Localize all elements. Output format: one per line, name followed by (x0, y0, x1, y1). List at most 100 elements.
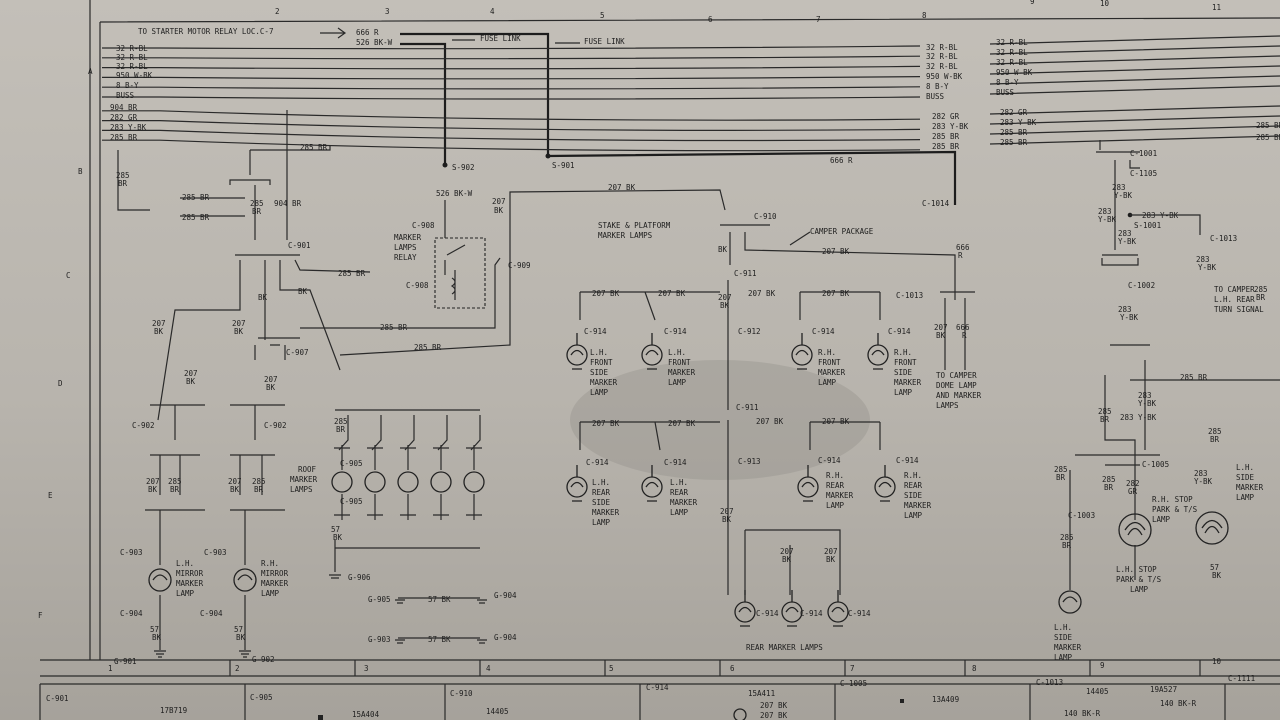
lbl-br-edge: BR (1256, 293, 1266, 302)
lbl-283-r3: 283 (1118, 229, 1132, 238)
lbl-bk-f: BK (258, 293, 268, 302)
lhrs-2: SIDE (592, 498, 611, 507)
rhrs-3: MARKER (904, 501, 932, 510)
table-part-5: 14405 (1086, 687, 1109, 696)
roof-lamp-icon (331, 415, 353, 520)
lbl-ybk-r6: Y-BK (1138, 399, 1157, 408)
marker-lamp-icon (641, 465, 663, 502)
lbl-bk-l: BK (186, 377, 196, 386)
bus-l-1: 32 R-BL (116, 53, 148, 62)
marker-lamp-icon (874, 465, 896, 502)
lbl-bk-r: BK (494, 206, 504, 215)
marker-lamp-icon (641, 333, 663, 370)
lh-side-lamp-icon (1058, 590, 1082, 614)
roof-c905-top: C-905 (340, 459, 363, 468)
lbl-207-rear: 207 (720, 507, 734, 516)
row-f: F (38, 611, 43, 620)
bus-ra-6: 282 GR (932, 112, 960, 121)
lbl-207-rear2: 207 (780, 547, 794, 556)
conn-c914-label: C-914 (848, 609, 871, 618)
lbl-207-h: 207 (152, 319, 166, 328)
ruler-top-3: 3 (385, 7, 390, 16)
lbl-285br-f: 285 BR (338, 269, 366, 278)
wire-666-run (547, 150, 957, 205)
lh-stop-0: L.H. STOP (1116, 565, 1157, 574)
shadow (570, 360, 870, 480)
lh-mirror-1: MIRROR (176, 569, 204, 578)
lhf-2: MARKER (668, 368, 696, 377)
splice-s902-dot (442, 162, 448, 168)
roof-w285-0: 285 (334, 417, 348, 426)
ground-g902: G-902 (252, 655, 275, 664)
conn-c1003: C-1003 (1068, 511, 1095, 520)
lbl-bk-910: BK (718, 245, 728, 254)
row-a: A (88, 67, 93, 76)
lbl-666-d: 666 (956, 323, 970, 332)
bus-wire (102, 55, 1280, 70)
table-part-0: 17B719 (160, 706, 187, 715)
lh-stop-1: PARK & T/S (1116, 575, 1162, 584)
rhrs-2: SIDE (904, 491, 923, 500)
rhrs-1: REAR (904, 481, 923, 490)
conn-c914-label: C-914 (818, 456, 841, 465)
lbl-904-e: 904 BR (274, 199, 302, 208)
lbl-ybk-r5: Y-BK (1120, 313, 1139, 322)
table-conn-0: C-901 (46, 694, 69, 703)
lbl-285br-c: 285 BR (182, 213, 210, 222)
to-camper-1: DOME LAMP (936, 381, 977, 390)
lbl-207-rear3: 207 (824, 547, 838, 556)
lbl-285-o: 285 (252, 477, 266, 486)
ruler-bottom-4: 4 (486, 664, 491, 673)
lh-side-2: MARKER (1054, 643, 1082, 652)
table-conn-6: C-1111 (1228, 674, 1255, 683)
rear-marker-label: REAR MARKER LAMPS (746, 643, 823, 652)
relay-internal (444, 200, 466, 300)
table-conn-5: C-1013 (1036, 678, 1063, 687)
roof-lamps (331, 409, 485, 549)
lh-side-3: LAMP (1054, 653, 1073, 662)
bus-ra-3: 950 W-BK (926, 72, 963, 81)
bus-ra-4: 8 B-Y (926, 82, 949, 91)
table-140: 140 BK-R (1064, 709, 1101, 718)
bus-ra-1: 32 R-BL (926, 52, 958, 61)
lhfs-4: LAMP (590, 388, 609, 397)
ruler-top-10: 10 (1100, 0, 1110, 8)
ruler-bottom-3: 3 (364, 664, 369, 673)
table-conn-3: C-914 (646, 683, 669, 692)
bus-wire (102, 85, 1280, 100)
bus-right-labels-b: 32 R-BL 32 R-BL 32 R-BL 950 W-BK 8 B-Y B… (996, 38, 1037, 147)
bus-right-labels-a: 32 R-BL 32 R-BL 32 R-BL 950 W-BK 8 B-Y B… (926, 43, 969, 151)
rhfs-2: SIDE (894, 368, 913, 377)
table-part2-5: 19A527 (1150, 685, 1177, 694)
lbl-br-e: BR (252, 207, 262, 216)
wire-526-main (400, 42, 447, 165)
lh-mirror-3: LAMP (176, 589, 195, 598)
conn-c908-top: C-908 (412, 221, 435, 230)
bus-l-6: 904 BR (110, 103, 138, 112)
conn-c914-label: C-914 (812, 327, 835, 336)
camper-package: CAMPER PACKAGE (810, 227, 874, 236)
conn-c1002: C-1002 (1128, 281, 1155, 290)
splice-s902: S-902 (452, 163, 475, 172)
bus-ra-8: 285 BR (932, 132, 960, 141)
lhr-0: L.H. (670, 478, 688, 487)
lbl-285-r12: 285 (1060, 533, 1074, 542)
lbl-285-e: 285 (250, 199, 264, 208)
lbl-283-r2: 283 (1098, 207, 1112, 216)
rhr-3: LAMP (826, 501, 845, 510)
lbl-ybk-r11: Y-BK (1194, 477, 1213, 486)
ruler-top-8: 8 (922, 11, 927, 20)
bus-rb-6: 282 GR (1000, 108, 1028, 117)
lh-side-r-1: SIDE (1236, 473, 1255, 482)
conn-c913: C-913 (738, 457, 761, 466)
bus-rb-0: 32 R-BL (996, 38, 1028, 47)
ground-g901: G-901 (114, 657, 137, 666)
ruler-bottom-8: 8 (972, 664, 977, 673)
lh-side-r-2: MARKER (1236, 483, 1264, 492)
lbl-285-a: 285 (116, 171, 130, 180)
lbl-bk-g: BK (298, 287, 308, 296)
lbl-285-r9: 285 (1054, 465, 1068, 474)
marker-lamp-icon (781, 590, 803, 627)
marker-lamp-icon (827, 590, 849, 627)
to-camper-2: AND MARKER (936, 391, 982, 400)
